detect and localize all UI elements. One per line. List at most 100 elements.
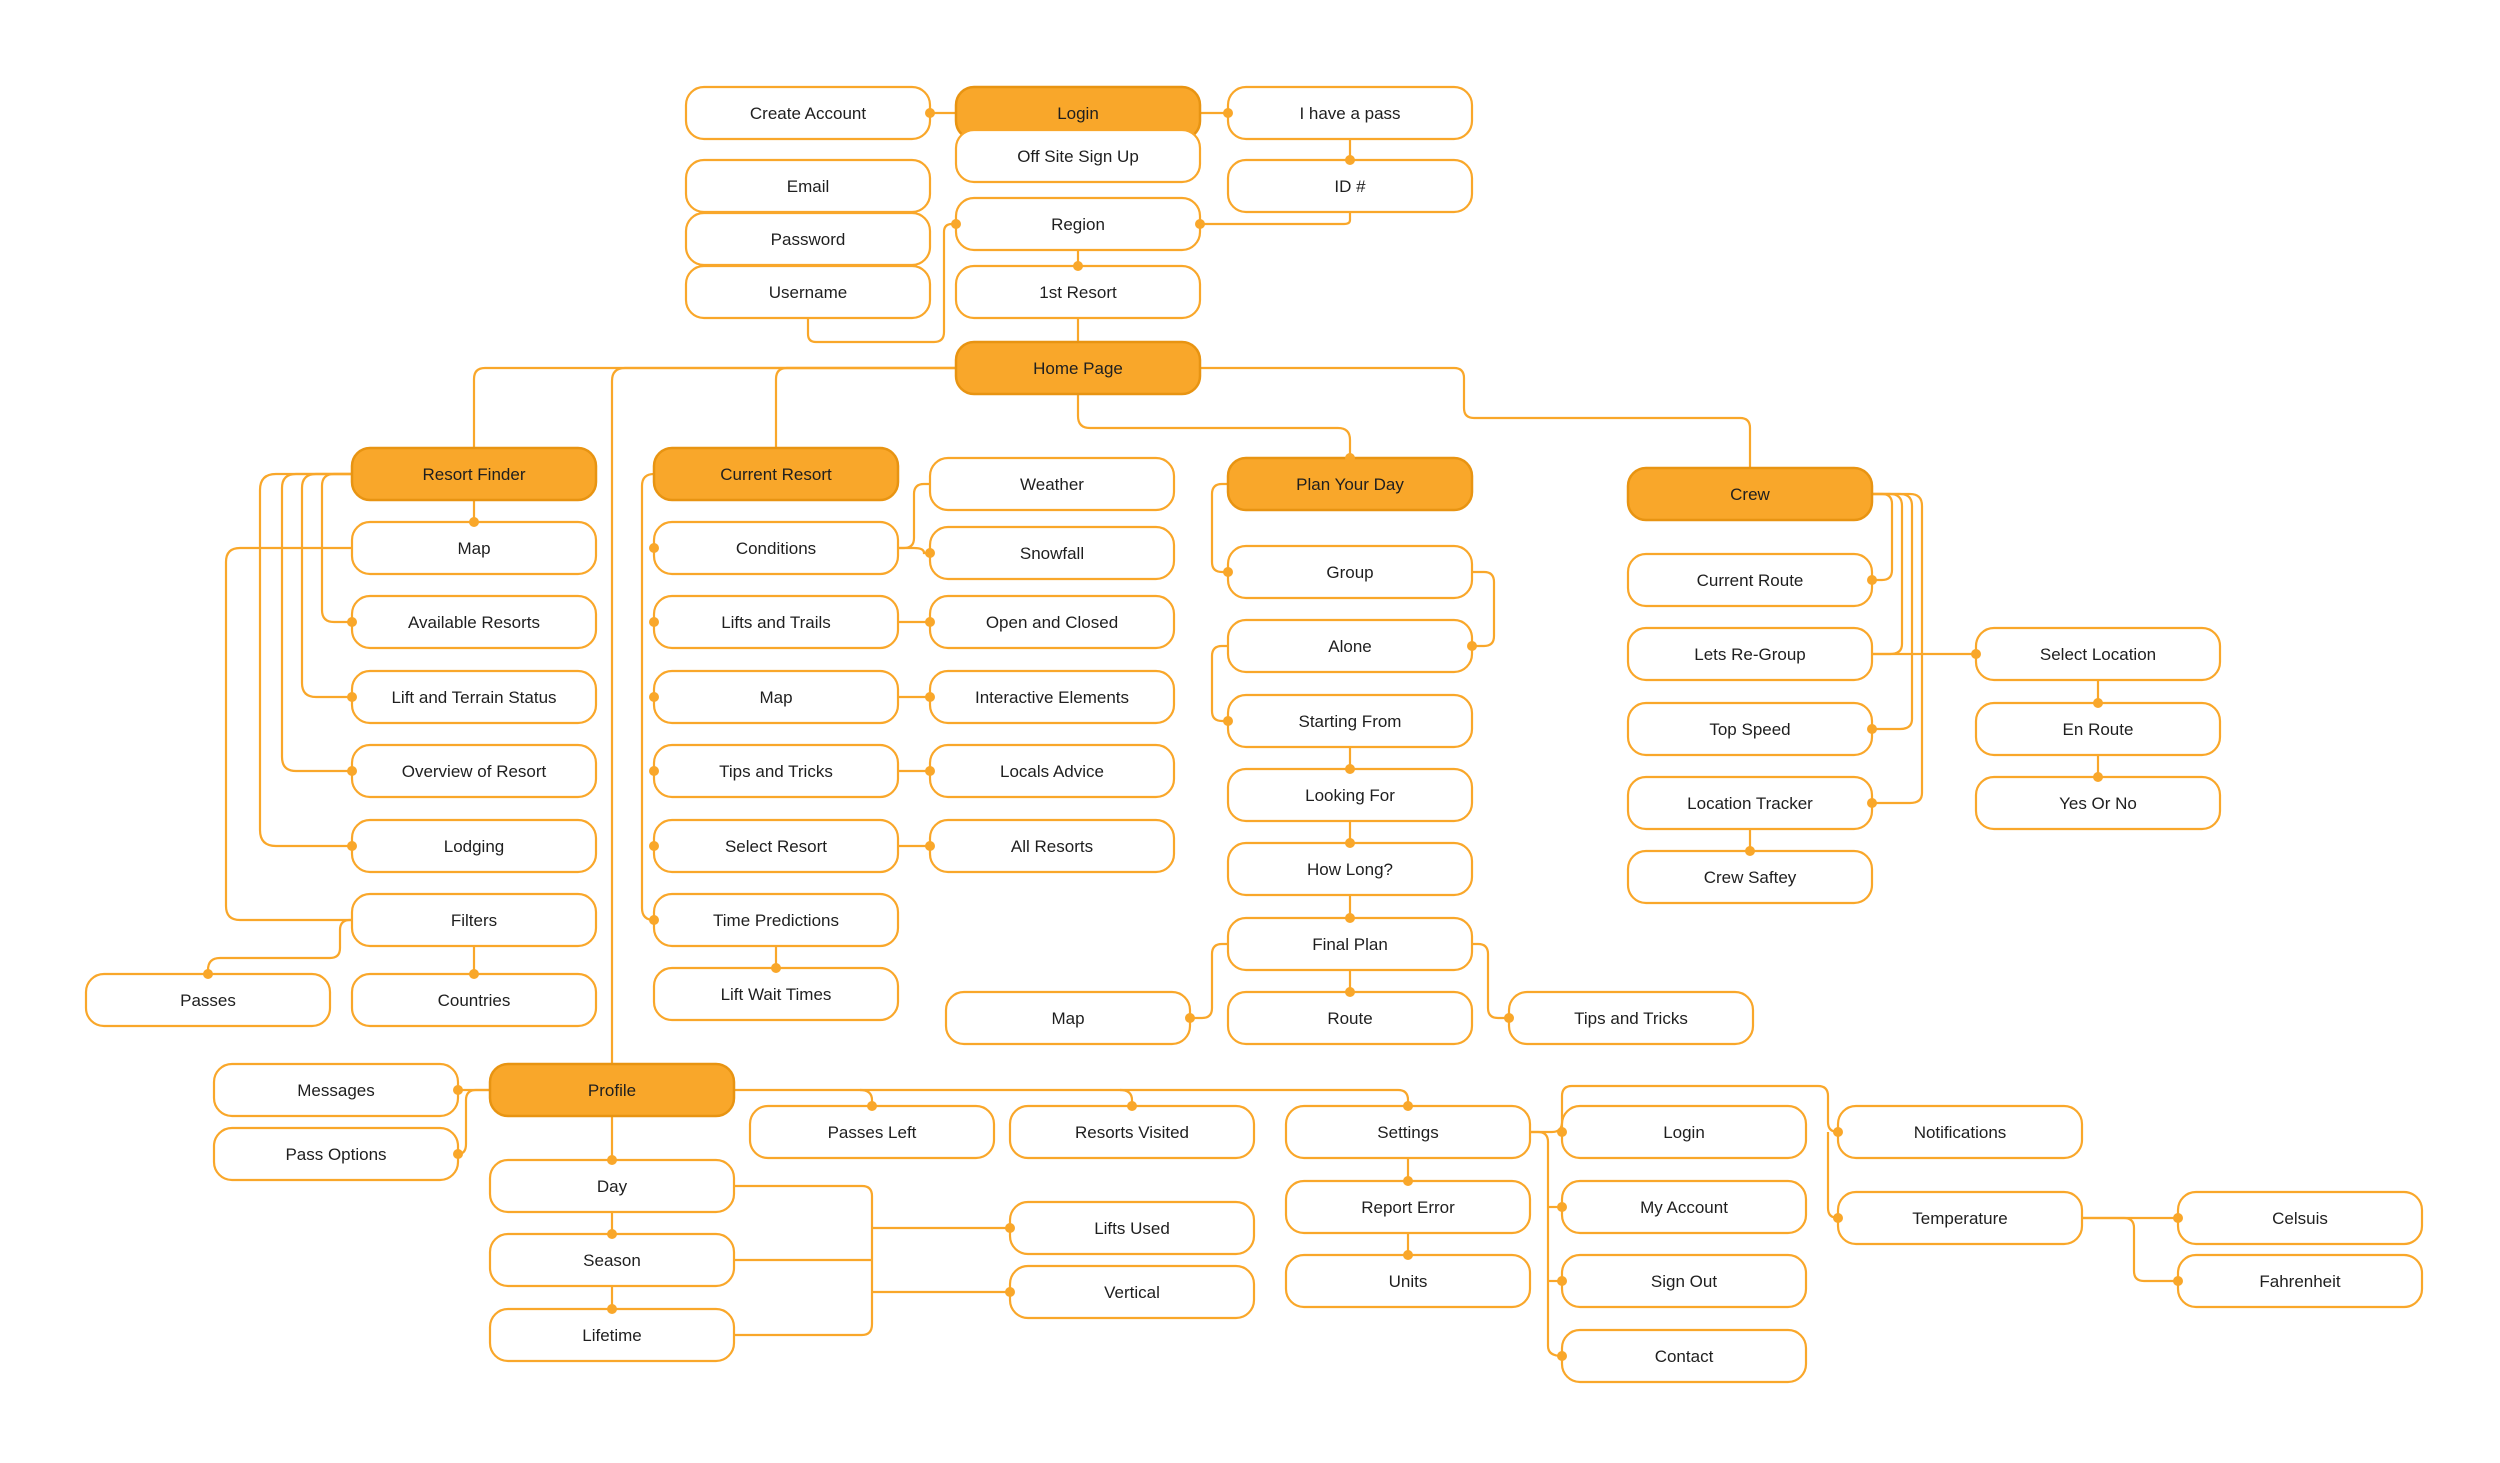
node-final-plan: Final Plan <box>1226 916 1474 972</box>
connector-dot <box>925 548 935 558</box>
node-contact: Contact <box>1560 1328 1808 1384</box>
node-label: Pass Options <box>285 1145 386 1164</box>
node-alone: Alone <box>1226 618 1474 674</box>
node-label: Lift Wait Times <box>721 985 832 1004</box>
node-label: Select Resort <box>725 837 827 856</box>
node-temperature: Temperature <box>1836 1190 2084 1246</box>
connector-dot <box>951 219 961 229</box>
node-my-account: My Account <box>1560 1179 1808 1235</box>
node-label: Time Predictions <box>713 911 839 930</box>
node-label: ID # <box>1334 177 1366 196</box>
node-label: Filters <box>451 911 497 930</box>
node-box <box>684 264 932 320</box>
node-box <box>350 446 598 502</box>
connector-line <box>2082 1216 2178 1283</box>
connector-line <box>457 1088 490 1156</box>
node-label: My Account <box>1640 1198 1728 1217</box>
connector-dot <box>607 1155 617 1165</box>
connector-dot <box>1005 1287 1015 1297</box>
node-label: Weather <box>1020 475 1084 494</box>
node-conditions: Conditions <box>652 520 900 576</box>
node-resorts-visited: Resorts Visited <box>1008 1104 1256 1160</box>
connector-dot <box>1185 1013 1195 1023</box>
node-profile: Profile <box>488 1062 736 1118</box>
node-label: En Route <box>2063 720 2134 739</box>
node-password: Password <box>684 211 932 267</box>
node-box <box>928 456 1176 512</box>
connector-dot <box>347 766 357 776</box>
node-label: Lifetime <box>582 1326 642 1345</box>
node-pass-options: Pass Options <box>212 1126 460 1182</box>
node-all-resorts: All Resorts <box>928 818 1176 874</box>
node-label: Resort Finder <box>423 465 526 484</box>
node-label: Alone <box>1328 637 1371 656</box>
node-create-account: Create Account <box>684 85 932 141</box>
connector-dot <box>1557 1202 1567 1212</box>
node-fahrenheit: Fahrenheit <box>2176 1253 2424 1309</box>
node-label: All Resorts <box>1011 837 1093 856</box>
connector-dot <box>1467 641 1477 651</box>
node-current-resort: Current Resort <box>652 446 900 502</box>
node-label: Final Plan <box>1312 935 1388 954</box>
connector-dot <box>771 963 781 973</box>
node-box <box>652 446 900 502</box>
node-label: Report Error <box>1361 1198 1455 1217</box>
connector-dot <box>203 969 213 979</box>
connector-dot <box>1127 1101 1137 1111</box>
connector-line <box>206 918 352 974</box>
node-label: Select Location <box>2040 645 2156 664</box>
connector-line <box>258 472 352 848</box>
node-label: Map <box>457 539 490 558</box>
node-notifications: Notifications <box>1836 1104 2084 1160</box>
node-celsius: Celsuis <box>2176 1190 2424 1246</box>
node-label: Day <box>597 1177 628 1196</box>
node-label: Units <box>1389 1272 1428 1291</box>
node-label: Profile <box>588 1081 636 1100</box>
connector-dot <box>649 543 659 553</box>
node-label: Plan Your Day <box>1296 475 1404 494</box>
connector-dot <box>1557 1276 1567 1286</box>
node-pd-map: Map <box>944 990 1192 1046</box>
node-day: Day <box>488 1158 736 1214</box>
node-label: Conditions <box>736 539 816 558</box>
node-label: Current Resort <box>720 465 832 484</box>
connector-dot <box>347 841 357 851</box>
node-cr-map: Map <box>652 669 900 725</box>
node-email: Email <box>684 158 932 214</box>
node-resort-finder: Resort Finder <box>350 446 598 502</box>
node-box <box>954 128 1202 184</box>
node-countries: Countries <box>350 972 598 1028</box>
connector-dot <box>925 692 935 702</box>
node-first-resort: 1st Resort <box>954 264 1202 320</box>
node-home: Home Page <box>954 340 1202 396</box>
node-label: Login <box>1057 104 1099 123</box>
connector-dot <box>2093 772 2103 782</box>
connector-line <box>1210 482 1228 574</box>
node-yes-no: Yes Or No <box>1974 775 2222 831</box>
connector-line <box>1190 942 1228 1020</box>
node-label: Lifts Used <box>1094 1219 1170 1238</box>
connector-line <box>898 482 930 550</box>
node-label: Contact <box>1655 1347 1714 1366</box>
connector-line <box>1076 394 1352 458</box>
node-label: Home Page <box>1033 359 1123 378</box>
node-label: Email <box>787 177 830 196</box>
connector-line <box>1530 1130 1563 1358</box>
connector-dot <box>925 617 935 627</box>
node-label: Messages <box>297 1081 374 1100</box>
node-tips-tricks: Tips and Tricks <box>652 743 900 799</box>
connector-line <box>1200 366 1752 468</box>
connector-dot <box>649 692 659 702</box>
node-username: Username <box>684 264 932 320</box>
node-label: How Long? <box>1307 860 1393 879</box>
node-snowfall: Snowfall <box>928 525 1176 581</box>
connector-dot <box>2173 1213 2183 1223</box>
node-label: Season <box>583 1251 641 1270</box>
node-label: Region <box>1051 215 1105 234</box>
node-label: Crew Saftey <box>1704 868 1797 887</box>
node-label: Map <box>1051 1009 1084 1028</box>
connector-line <box>1472 570 1496 648</box>
connector-dot <box>649 841 659 851</box>
connector-lines <box>206 111 2178 1358</box>
node-time-predictions: Time Predictions <box>652 892 900 948</box>
